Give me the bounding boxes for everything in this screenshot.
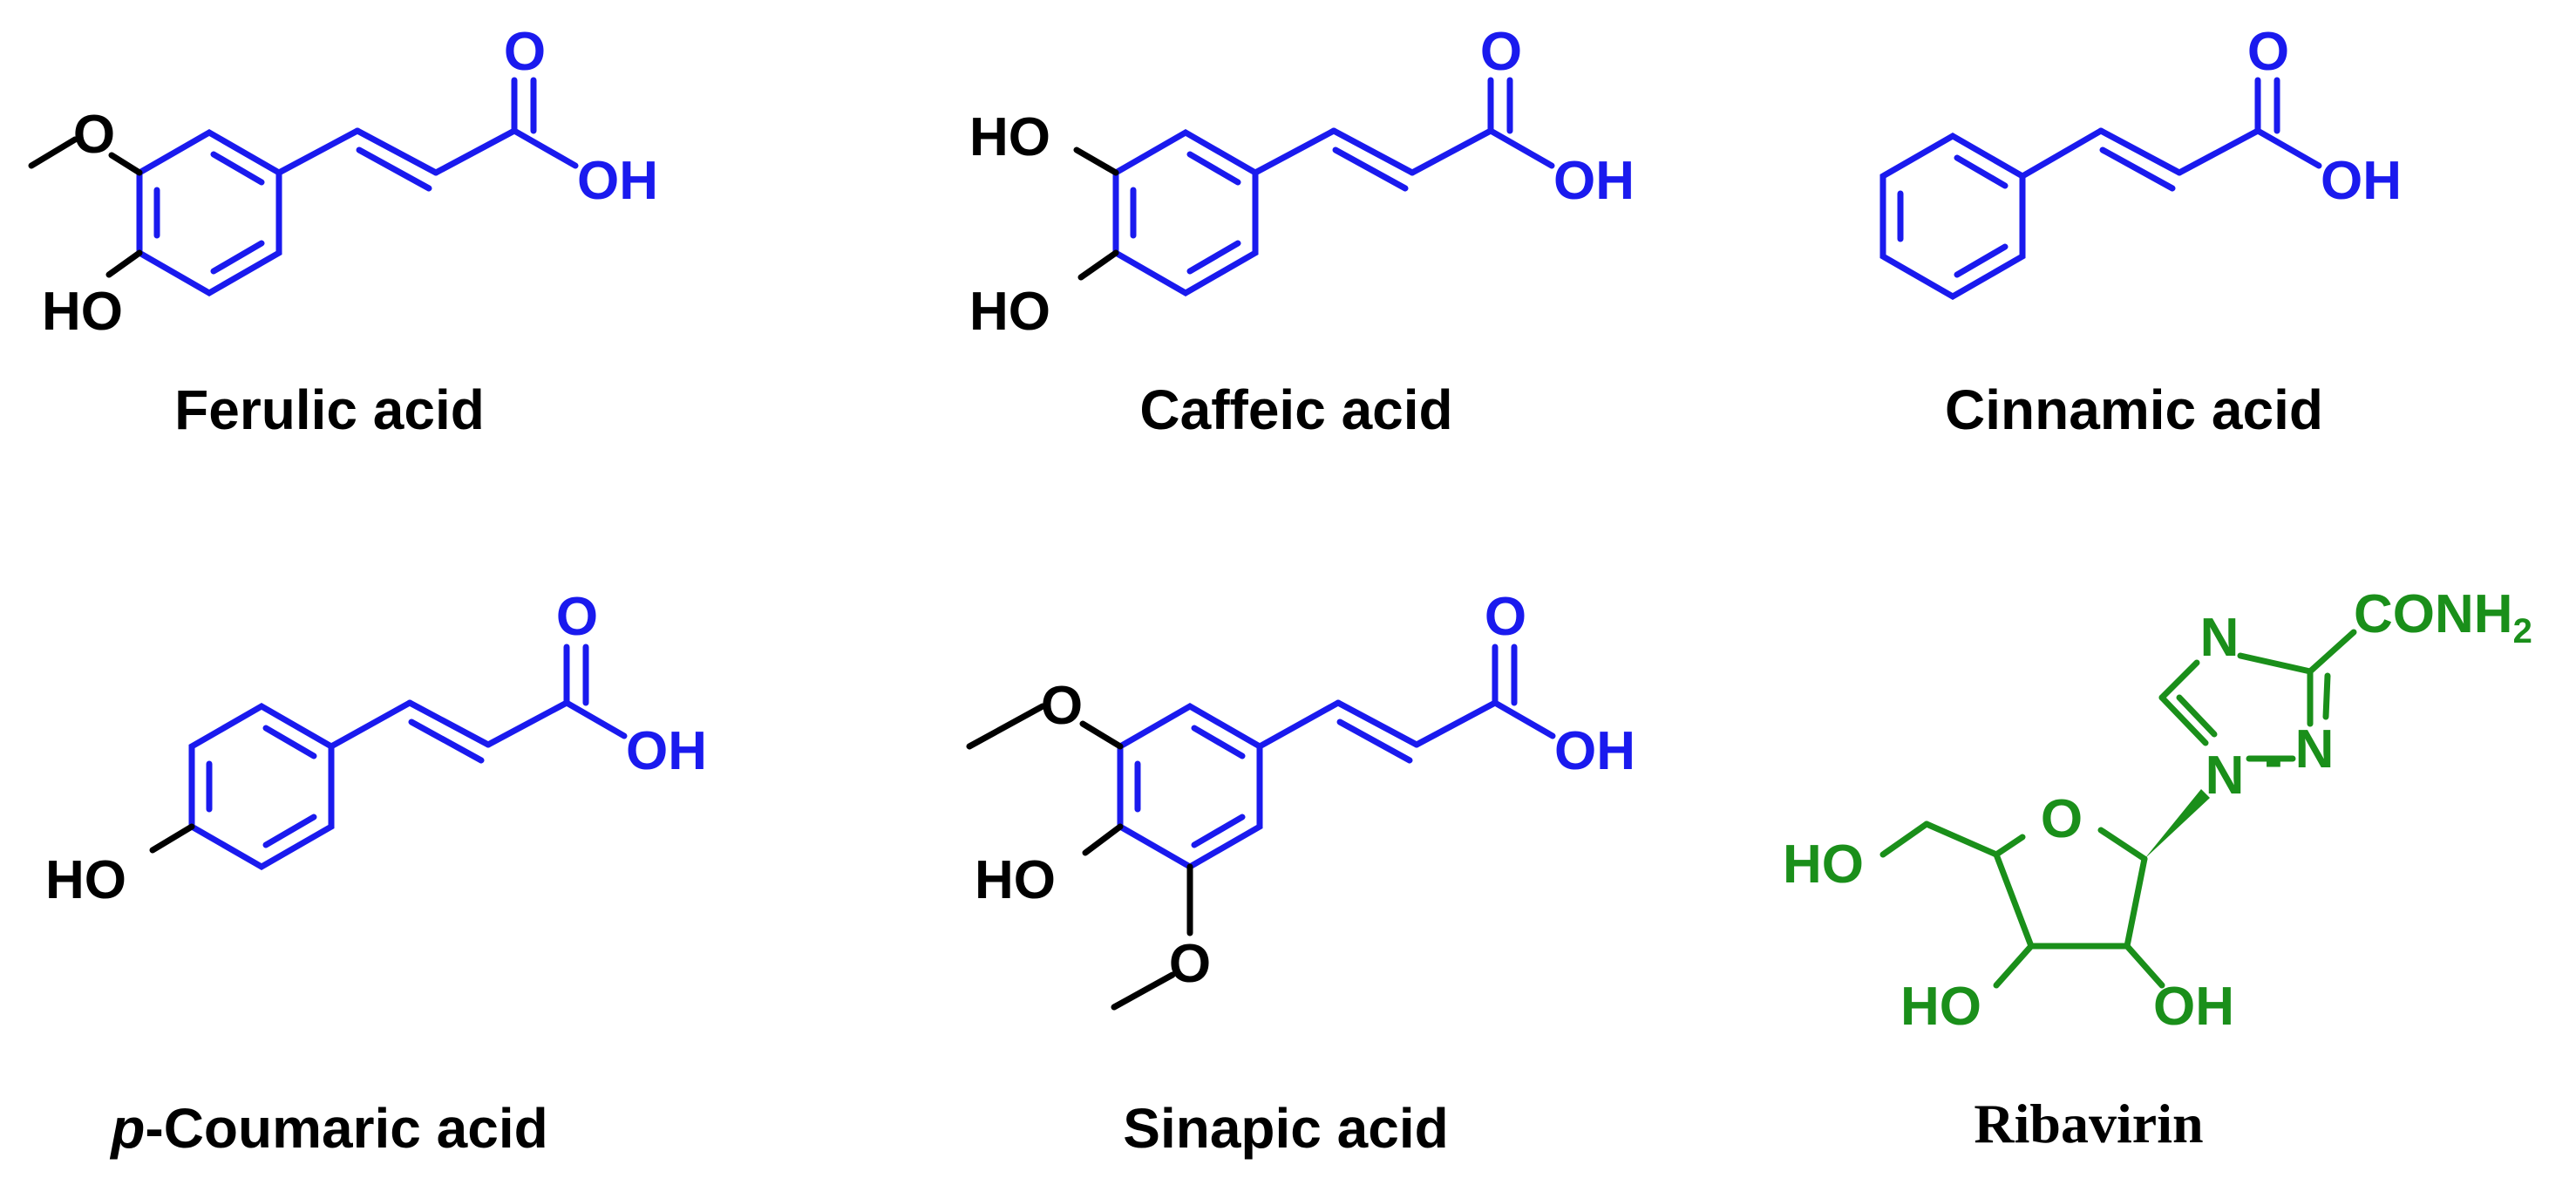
caffeic-carbonyl-o: O [1480,22,1522,82]
coumaric-phenol-ho: HO [45,850,126,910]
ferulic-phenol-ho: HO [42,282,123,342]
ribavirin-n-top: N [2200,608,2240,668]
coumaric-carbonyl-o: O [556,587,598,647]
caffeic-phenol-top-ho: HO [969,107,1050,167]
caffeic-acid-substituent-bonds [1073,146,1119,281]
cinnamic-carbonyl-o: O [2247,22,2289,82]
coumaric-acid-bonds [188,644,628,871]
ferulic-ether-o: O [73,105,115,165]
sinapic-acid-label: Sinapic acid [1123,1097,1448,1160]
ferulic-acid-label: Ferulic acid [174,378,485,441]
coumaric-para-prefix: p [109,1097,145,1160]
caffeic-acid-bonds [1112,77,1555,297]
ribavirin-oh-bottom-right: OH [2153,977,2234,1037]
sinapic-carbonyl-o: O [1485,587,1526,647]
coumaric-acid-oh: OH [626,721,707,781]
ribavirin-n-bottom: N [2206,746,2245,806]
caffeic-phenol-bottom-ho: HO [969,282,1050,342]
sinapic-acid-bonds [1117,644,1556,871]
caffeic-acid-label: Caffeic acid [1139,378,1452,441]
coumaric-acid-structure: O OH HO [45,587,707,910]
cinnamic-acid-structure: O OH [1879,22,2402,301]
cinnamic-acid-label: Cinnamic acid [1945,378,2323,441]
cinnamic-acid-bonds [1879,77,2322,301]
coumaric-name-rest: -Coumaric acid [145,1097,547,1160]
ferulic-acid-bonds [136,77,579,297]
ribavirin-carboxamide: CONH2 [2354,584,2532,650]
ribavirin-oh-left: HO [1783,834,1864,895]
ferulic-carbonyl-o: O [504,22,546,82]
ribavirin-label: Ribavirin [1974,1093,2203,1154]
sinapic-phenol-ho: HO [975,850,1056,910]
ribavirin-bonds [1879,629,2357,989]
cinnamic-acid-oh: OH [2321,151,2402,211]
sinapic-ether-o-bottom: O [1169,934,1211,994]
sinapic-ether-o-top: O [1041,676,1083,736]
sinapic-acid-structure: O OH O HO O [966,587,1635,1011]
ferulic-acid-substituent-bonds [28,136,143,278]
ribavirin-wedge-bond [2144,789,2210,859]
ribavirin-oh-bottom-left: HO [1900,977,1981,1037]
sinapic-acid-substituent-bonds [966,703,1193,1011]
coumaric-acid-substituent-bonds [149,823,195,854]
caffeic-acid-oh: OH [1553,151,1635,211]
sinapic-acid-oh: OH [1554,721,1635,781]
ferulic-acid-structure: O OH O HO [28,22,658,342]
ribavirin-carboxamide-main: CONH [2354,584,2513,644]
ribavirin-n-bottom-dash: - [2265,730,2283,790]
ribavirin-carboxamide-subscript: 2 [2513,612,2532,650]
ribavirin-ring-o: O [2041,789,2083,849]
coumaric-acid-label: p-Coumaric acid [109,1097,547,1160]
ferulic-acid-oh: OH [577,151,658,211]
caffeic-acid-structure: O OH HO HO [969,22,1635,342]
ribavirin-structure: CONH2 N N N - O HO HO OH [1783,584,2532,1037]
ribavirin-n-right: N [2295,719,2335,780]
